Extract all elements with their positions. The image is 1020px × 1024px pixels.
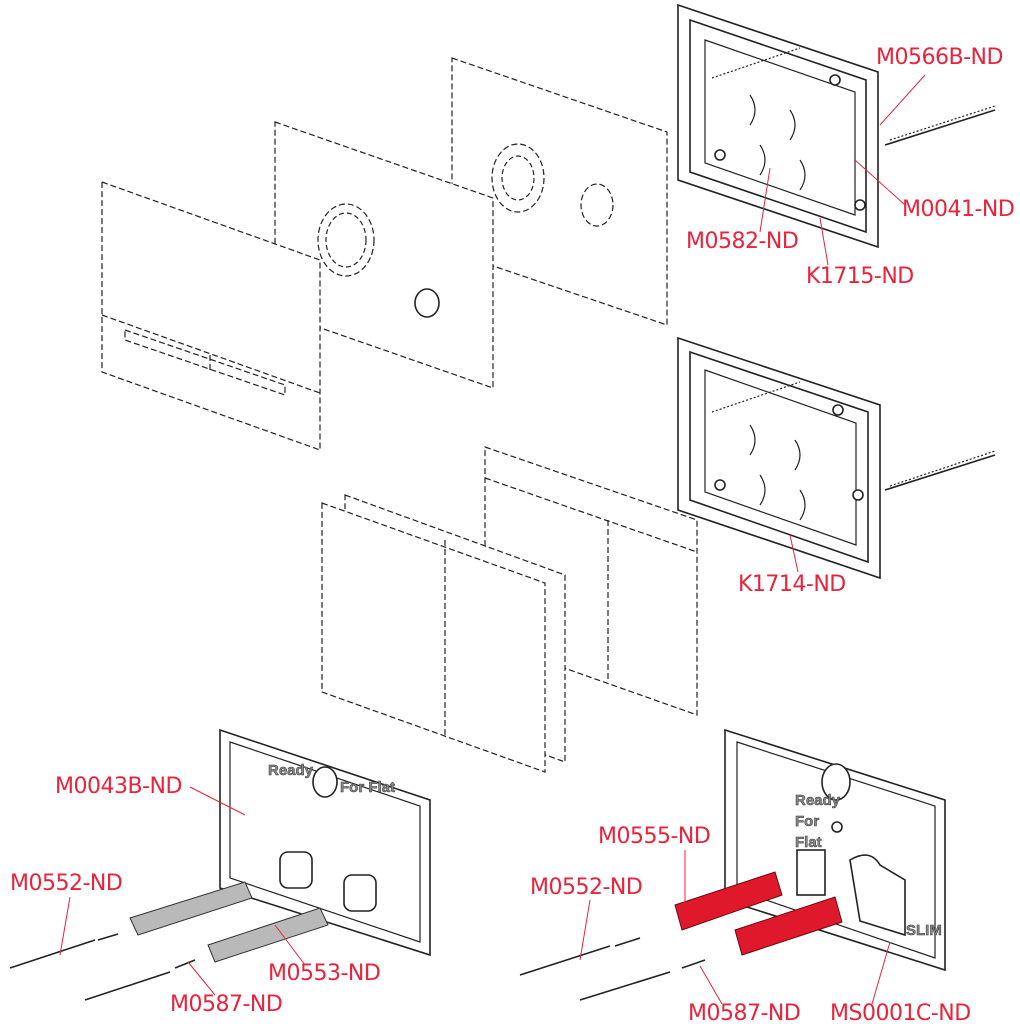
svg-text:SLIM: SLIM — [906, 922, 942, 939]
label-k1715: K1715-ND — [806, 264, 914, 289]
svg-text:For: For — [795, 813, 819, 830]
label-m0582: M0582-ND — [686, 229, 799, 254]
anchor-m0555 — [674, 871, 843, 956]
anchor-m0553 — [129, 881, 329, 963]
label-m0587-right: M0587-ND — [688, 1001, 801, 1024]
label-m0566b: M0566B-ND — [876, 45, 1003, 70]
svg-text:Ready: Ready — [795, 792, 841, 809]
cover-plate-round-buttons — [451, 57, 668, 326]
frame-k1715 — [677, 3, 996, 249]
label-m0552-right: M0552-ND — [530, 875, 643, 900]
dowels-and-screws-right — [519, 937, 706, 1001]
leader-lines — [59, 74, 926, 1005]
svg-text:For Flat: For Flat — [340, 779, 395, 796]
label-m0587-left: M0587-ND — [170, 992, 283, 1017]
label-m0041: M0041-ND — [902, 197, 1015, 222]
cover-plate-round-knob — [274, 121, 494, 389]
cover-plate-lower-front — [321, 494, 566, 773]
label-m0552-left: M0552-ND — [10, 871, 123, 896]
label-k1714: K1714-ND — [738, 572, 846, 597]
mounting-plate-right: Ready For Flat SLIM — [724, 728, 946, 972]
mounting-plate-left: Ready For Flat — [219, 728, 431, 957]
dowels-and-screws-left — [9, 933, 196, 1001]
svg-text:Ready: Ready — [268, 762, 314, 779]
cover-plate-rect-buttons — [101, 181, 321, 451]
frame-k1714 — [677, 336, 996, 580]
svg-text:Flat: Flat — [795, 834, 822, 851]
label-ms0001c: MS0001C-ND — [830, 1001, 971, 1024]
label-m0043b: M0043B-ND — [55, 774, 182, 799]
label-m0553: M0553-ND — [268, 961, 381, 986]
label-m0555: M0555-ND — [598, 824, 711, 849]
